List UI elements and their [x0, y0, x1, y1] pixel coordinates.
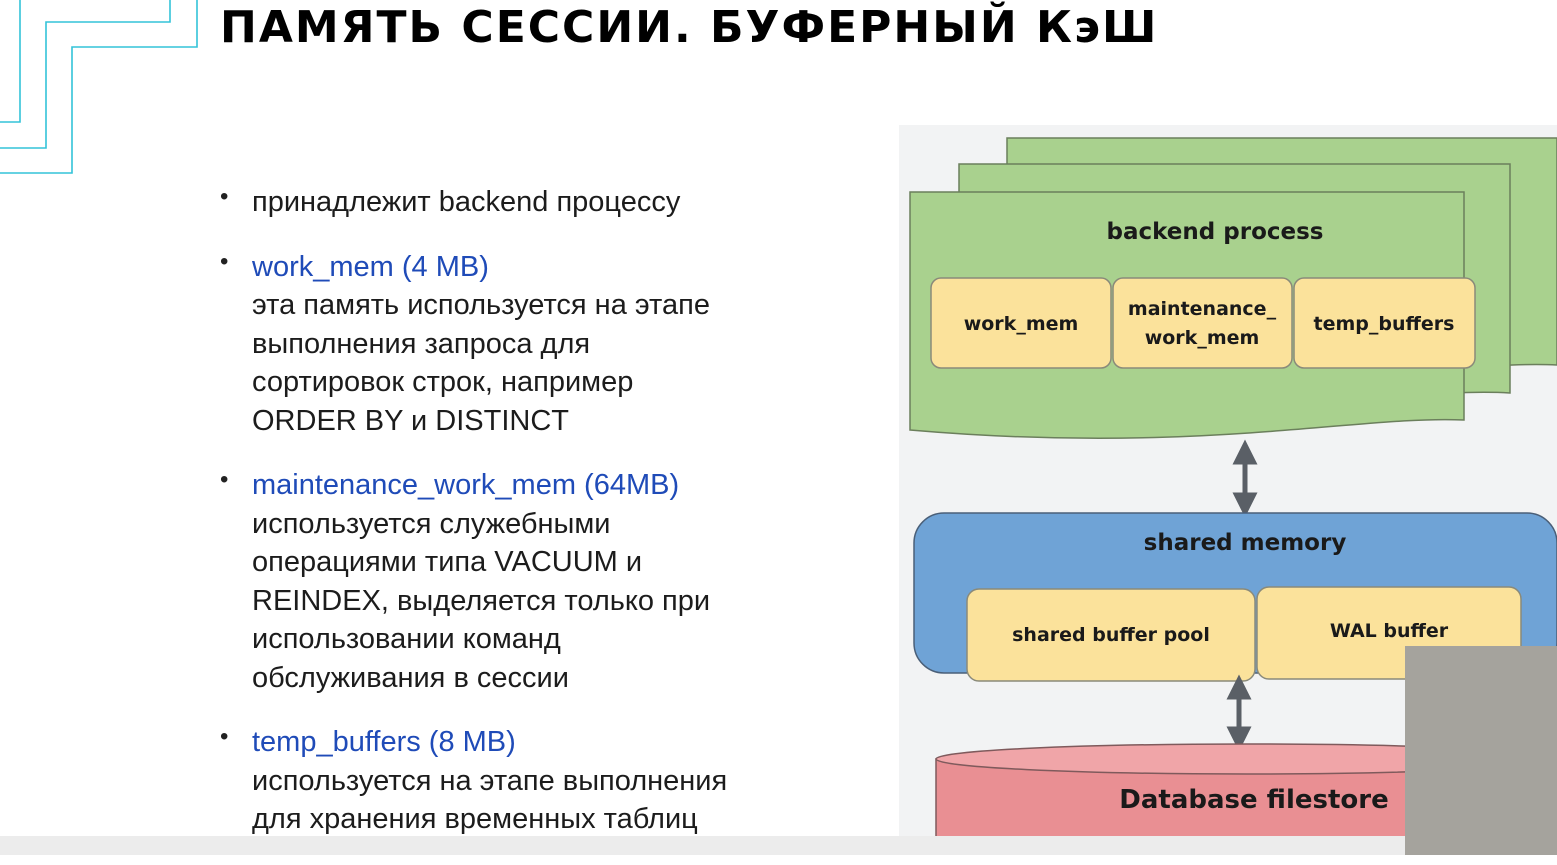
- work-mem-box: [930, 277, 1112, 369]
- bullet-icon: •: [220, 247, 229, 275]
- param-name: temp_buffers (8 MB): [252, 726, 516, 758]
- work-mem-label: work_mem: [964, 313, 1079, 335]
- bullet-text: для хранения временных таблиц: [252, 803, 698, 835]
- bullet-text: ORDER BY и DISTINCT: [252, 404, 569, 437]
- bullet-text: используется служебными: [252, 507, 611, 540]
- bullet-item: • принадлежит backend процессу: [218, 183, 818, 222]
- bullet-list: • принадлежит backend процессу • work_me…: [218, 183, 818, 865]
- param-name: work_mem (4 MB): [252, 250, 489, 283]
- bullet-icon: •: [220, 183, 229, 210]
- bullet-icon: •: [220, 466, 229, 493]
- bullet-item: • work_mem (4 MB) эта память используетс…: [218, 248, 818, 441]
- corner-decoration: [0, 0, 198, 174]
- bullet-text: сортировок строк, например: [252, 366, 634, 398]
- bullet-item: • maintenance_work_mem (64MB) использует…: [218, 466, 818, 697]
- wal-buffer-label: WAL buffer: [1330, 620, 1449, 642]
- shared-memory-label: shared memory: [1144, 530, 1347, 556]
- bullet-text: операциями типа VACUUM и: [252, 546, 643, 578]
- param-name: maintenance_work_mem (64MB): [252, 469, 680, 501]
- bullet-text: выполнения запроса для: [252, 327, 591, 360]
- bullet-text: использовании команд: [252, 623, 561, 655]
- maintenance-work-mem-label-line2: work_mem: [1145, 327, 1260, 349]
- bullet-text: обслуживания в сессии: [252, 661, 569, 694]
- temp-buffers-box: [1293, 277, 1476, 369]
- shared-buffer-pool-label: shared buffer pool: [1012, 624, 1210, 646]
- video-overlay-block: [1405, 646, 1557, 855]
- bottom-strip: [0, 836, 1557, 855]
- filestore-cylinder-top: [935, 743, 1557, 775]
- bullet-text: используется на этапе выполнения: [252, 764, 728, 797]
- bullet-text: REINDEX, выделяется только при: [252, 584, 711, 617]
- temp-buffers-label: temp_buffers: [1314, 313, 1455, 335]
- bullet-text: эта память используется на этапе: [252, 289, 710, 321]
- shared-buffer-pool-box: [966, 588, 1256, 682]
- bullet-text: принадлежит backend процессу: [252, 186, 681, 218]
- memory-diagram: backend process work_mem maintenance_ wo…: [899, 125, 1557, 855]
- maintenance-work-mem-box: [1112, 277, 1293, 369]
- bullet-item: • temp_buffers (8 MB) используется на эт…: [218, 723, 818, 839]
- slide-title: ПАМЯТЬ СЕССИИ. БУФЕРНЫЙ КэШ: [220, 2, 1159, 53]
- backend-process-label: backend process: [1107, 219, 1324, 245]
- bullet-icon: •: [220, 723, 229, 750]
- maintenance-work-mem-label-line1: maintenance_: [1128, 298, 1277, 320]
- filestore-label: Database filestore: [1119, 785, 1388, 815]
